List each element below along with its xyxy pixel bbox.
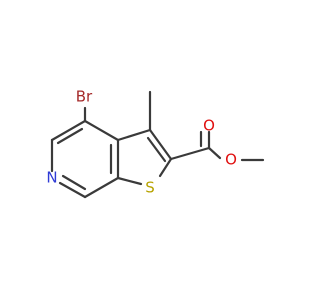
bond-c2-s1 [158,157,173,178]
bond-n6-c7-double [61,174,87,191]
bond-c4-c5 [50,119,87,142]
bond-c4-c3a [83,119,120,142]
bond-c2-carbonyl [169,146,211,161]
bond-carbonyl-oester [207,146,222,160]
bond-c4-c5-double [56,127,84,145]
bond-c3a-c3 [116,128,152,142]
molecule-canvas: Br N S O O [46,87,265,199]
bond-c7-c7a [83,176,120,199]
atom-label-br: Br [76,88,93,106]
atom-label-n: N [46,169,57,187]
bond-c3-c2-double [146,136,167,163]
molecule-structure: Br N S O O [46,88,265,199]
bond-s1-c7a [116,176,143,186]
atom-label-o-carbonyl: O [203,117,215,135]
bond-c3-c2 [148,128,173,161]
atom-label-s: S [145,179,155,197]
atom-label-o-ester: O [225,151,237,169]
bond-n6-c7 [58,181,87,199]
